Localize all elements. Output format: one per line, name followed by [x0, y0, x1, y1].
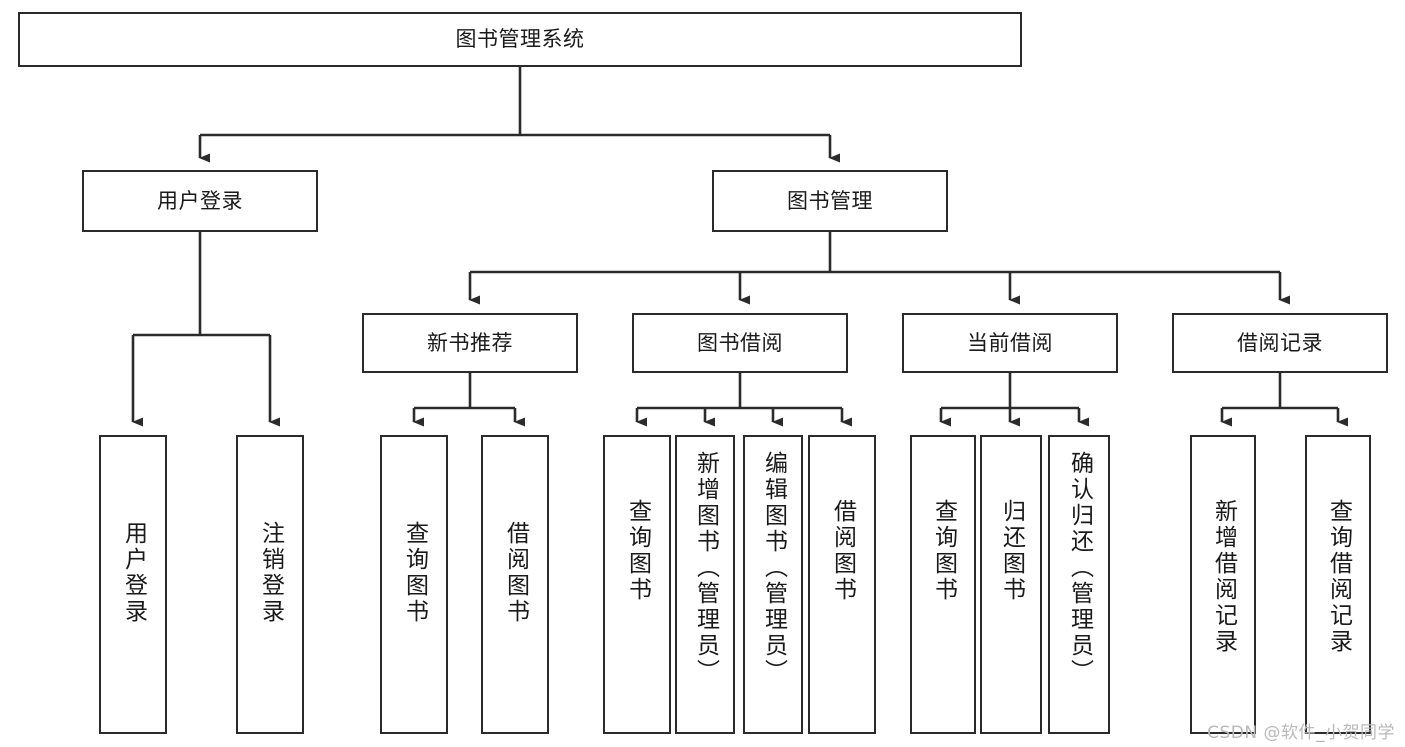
leaf-borrow-query-book-label: 查询图书 — [624, 499, 651, 603]
leaf-current-query-book-label: 查询图书 — [930, 499, 957, 603]
node-book-borrow-label: 图书借阅 — [697, 330, 783, 355]
node-book-management[interactable]: 图书管理 — [712, 170, 948, 232]
leaf-current-confirm-return[interactable]: 确认归还（管理员） — [1048, 435, 1110, 734]
leaf-current-return-book[interactable]: 归还图书 — [980, 435, 1042, 734]
leaf-borrow-add-book-label: 新增图书（管理员） — [692, 451, 719, 685]
node-user-login[interactable]: 用户登录 — [82, 170, 318, 232]
leaf-recommend-borrow-book[interactable]: 借阅图书 — [481, 435, 549, 734]
leaf-records-add-record[interactable]: 新增借阅记录 — [1190, 435, 1256, 734]
node-root[interactable]: 图书管理系统 — [18, 12, 1022, 67]
node-book-borrow[interactable]: 图书借阅 — [632, 313, 848, 373]
node-user-login-label: 用户登录 — [157, 188, 243, 213]
leaf-borrow-edit-book-label: 编辑图书（管理员） — [760, 451, 787, 685]
node-current-borrow[interactable]: 当前借阅 — [902, 313, 1118, 373]
node-new-book-recommend-label: 新书推荐 — [427, 330, 513, 355]
leaf-records-add-record-label: 新增借阅记录 — [1210, 499, 1237, 655]
leaf-current-query-book[interactable]: 查询图书 — [910, 435, 976, 734]
leaf-user-login-logout[interactable]: 注销登录 — [236, 435, 304, 734]
leaf-user-login-login-label: 用户登录 — [120, 521, 147, 625]
node-current-borrow-label: 当前借阅 — [967, 330, 1053, 355]
leaf-records-query-record[interactable]: 查询借阅记录 — [1305, 435, 1371, 734]
leaf-records-query-record-label: 查询借阅记录 — [1325, 499, 1352, 655]
leaf-recommend-borrow-book-label: 借阅图书 — [502, 521, 529, 625]
leaf-borrow-edit-book[interactable]: 编辑图书（管理员） — [743, 435, 803, 734]
leaf-user-login-login[interactable]: 用户登录 — [99, 435, 167, 734]
node-new-book-recommend[interactable]: 新书推荐 — [362, 313, 578, 373]
node-borrow-records[interactable]: 借阅记录 — [1172, 313, 1388, 373]
watermark-text: CSDN @软件_小贺同学 — [1207, 723, 1395, 743]
node-root-label: 图书管理系统 — [455, 27, 585, 52]
leaf-borrow-borrow-book[interactable]: 借阅图书 — [808, 435, 876, 734]
node-borrow-records-label: 借阅记录 — [1237, 330, 1323, 355]
leaf-borrow-query-book[interactable]: 查询图书 — [603, 435, 671, 734]
node-book-management-label: 图书管理 — [787, 188, 873, 213]
leaf-recommend-query-book-label: 查询图书 — [401, 521, 428, 625]
leaf-user-login-logout-label: 注销登录 — [257, 521, 284, 625]
leaf-current-return-book-label: 归还图书 — [998, 499, 1025, 603]
leaf-current-confirm-return-label: 确认归还（管理员） — [1066, 451, 1093, 685]
leaf-recommend-query-book[interactable]: 查询图书 — [380, 435, 448, 734]
leaf-borrow-borrow-book-label: 借阅图书 — [829, 499, 856, 603]
leaf-borrow-add-book[interactable]: 新增图书（管理员） — [675, 435, 735, 734]
